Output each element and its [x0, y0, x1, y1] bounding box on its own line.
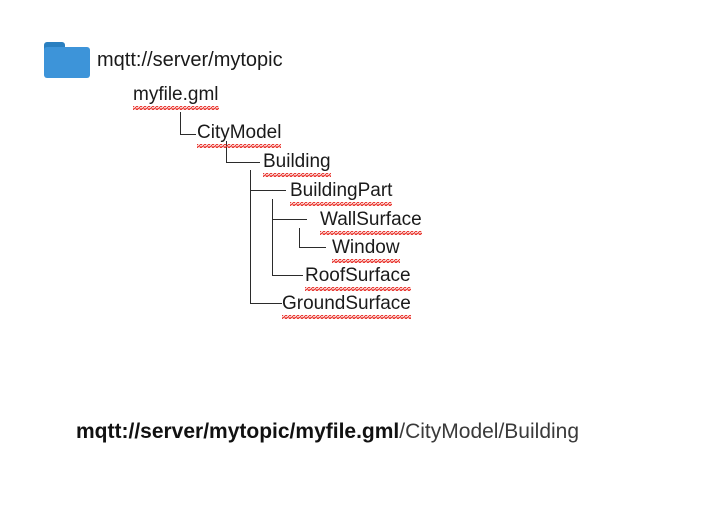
tree-node-label: Building — [263, 151, 331, 177]
tree-connector-wallsurface — [272, 219, 307, 220]
root-topic-label: mqtt://server/mytopic — [97, 49, 283, 71]
tree-connector-citymodel — [180, 112, 196, 135]
tree-node-window[interactable]: Window — [332, 236, 400, 263]
tree-node-roofsurface[interactable]: RoofSurface — [305, 264, 411, 291]
resolved-path: mqtt://server/mytopic/myfile.gml/CityMod… — [76, 419, 579, 445]
resolved-path-topic: mqtt://server/mytopic/myfile.gml — [76, 420, 400, 443]
tree-node-label: CityModel — [197, 122, 282, 148]
tree-node-myfile-gml[interactable]: myfile.gml — [133, 83, 219, 110]
tree-connector-building — [226, 141, 260, 163]
tree-connector-buildingpart — [250, 190, 286, 191]
tree-node-label: GroundSurface — [282, 293, 411, 319]
tree-node-building[interactable]: Building — [263, 150, 331, 177]
resolved-path-fragment: /CityModel/Building — [399, 420, 580, 443]
tree-node-label: RoofSurface — [305, 265, 411, 291]
tree-node-label: Window — [332, 237, 400, 263]
tree-connector-groundsurface — [250, 190, 282, 304]
resource-tree: myfile.gml CityModel Building BuildingPa… — [133, 83, 422, 319]
root-topic-row[interactable]: mqtt://server/mytopic — [44, 42, 283, 78]
tree-node-groundsurface[interactable]: GroundSurface — [282, 292, 411, 319]
tree-connector-window — [299, 228, 326, 248]
folder-icon-tab — [44, 42, 65, 51]
tree-node-label: BuildingPart — [290, 180, 393, 206]
tree-node-label: myfile.gml — [133, 84, 219, 110]
tree-node-buildingpart[interactable]: BuildingPart — [290, 179, 393, 206]
folder-icon-body — [44, 47, 90, 78]
tree-node-wallsurface[interactable]: WallSurface — [320, 208, 422, 235]
tree-connector-roofsurface — [272, 219, 303, 276]
tree-node-label: WallSurface — [320, 209, 422, 235]
folder-icon — [44, 42, 90, 78]
tree-node-citymodel[interactable]: CityModel — [197, 121, 282, 148]
